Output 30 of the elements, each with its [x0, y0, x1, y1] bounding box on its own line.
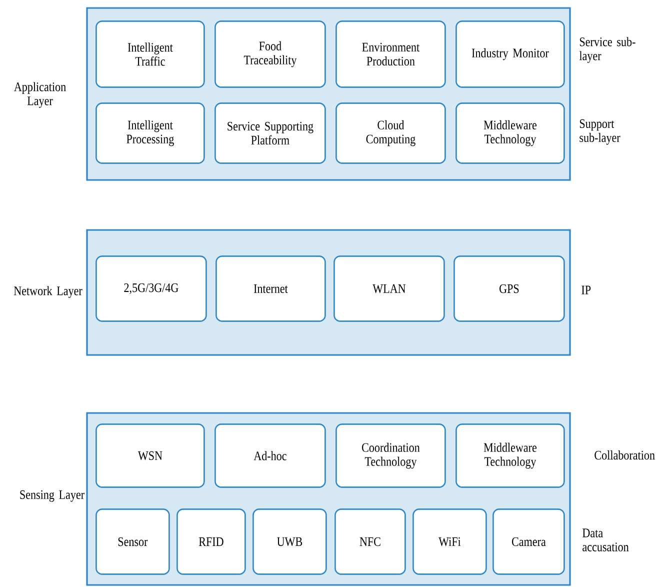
component-box: Camera [492, 508, 565, 575]
component-box: WiFi [412, 508, 487, 575]
component-box: 2,5G/3G/4G [96, 256, 207, 322]
component-box: Sensor [96, 508, 170, 575]
component-box: Ad-hoc [214, 424, 326, 488]
component-box: WLAN [334, 256, 445, 322]
layer-label: Sensing Layer [20, 490, 84, 502]
component-box: Industry Monitor [456, 20, 565, 88]
sub-layer-label: IP [582, 286, 591, 294]
layer-label: Application Layer [14, 82, 66, 108]
component-box: WSN [96, 424, 205, 488]
component-box: Middleware Technology [456, 424, 565, 488]
component-box: Internet [216, 256, 326, 322]
component-box: Coordination Technology [336, 424, 446, 488]
component-box: Middleware Technology [456, 102, 565, 164]
component-box: RFID [176, 508, 246, 575]
component-box: GPS [454, 256, 565, 322]
component-box: Environment Production [336, 20, 446, 88]
component-box: NFC [334, 508, 406, 575]
sub-layer-label: Data accusation [582, 528, 629, 552]
component-box: Intelligent Traffic [96, 20, 205, 88]
sub-layer-label: Support sub-layer [580, 119, 620, 145]
component-box: Service Supporting Platform [214, 102, 326, 164]
component-box: Cloud Computing [336, 102, 446, 164]
component-box: Food Traceability [214, 20, 326, 88]
component-box: UWB [252, 508, 327, 575]
sub-layer-label: Service sub-layer [579, 37, 636, 63]
layer-label: Network Layer [14, 286, 82, 298]
component-box: Intelligent Processing [96, 102, 205, 164]
sub-layer-label: Collaboration [594, 450, 655, 460]
